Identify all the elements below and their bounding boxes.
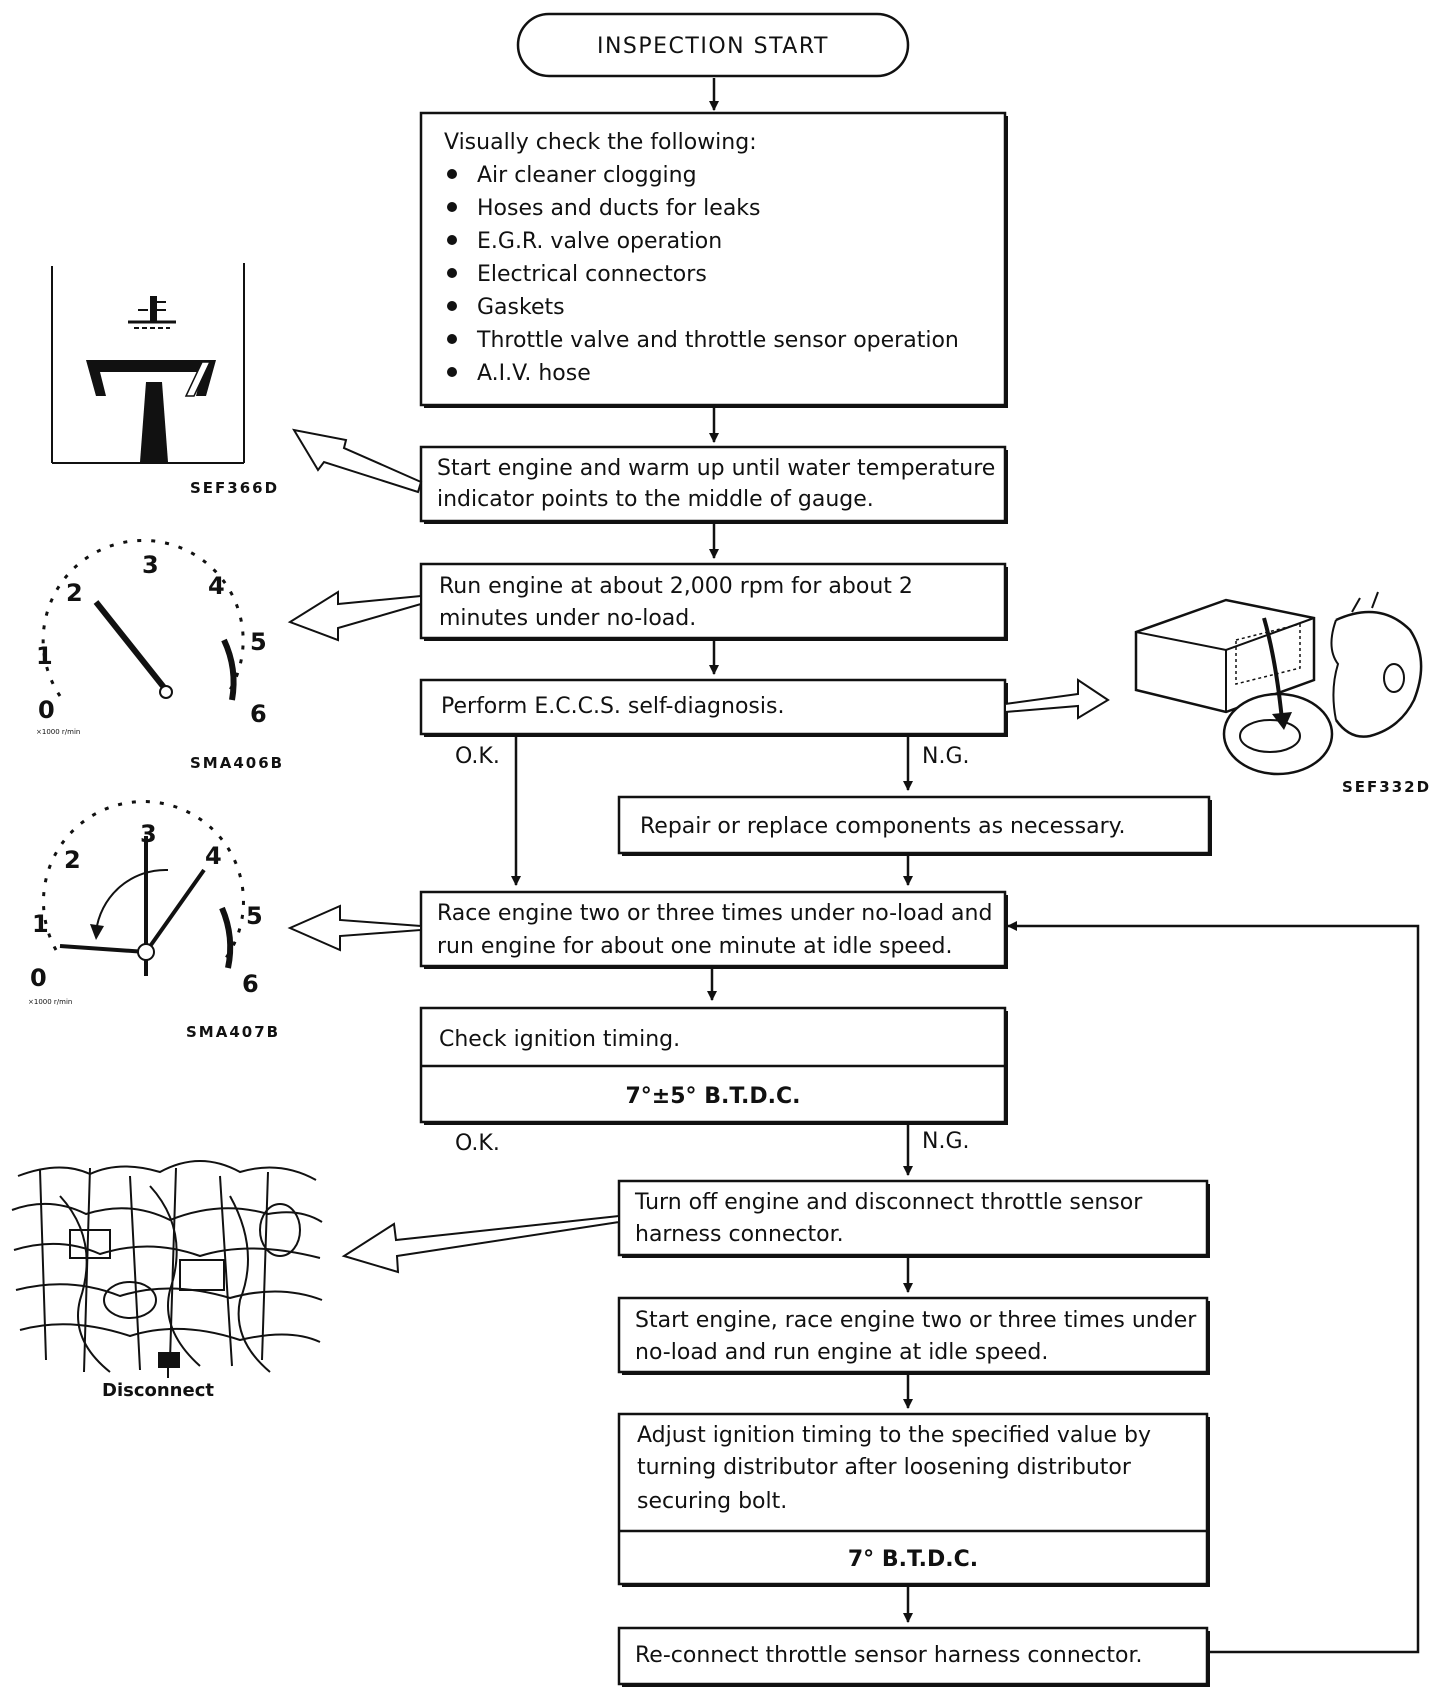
self-diagnosis-label: Perform E.C.C.S. self-diagnosis. <box>441 694 784 719</box>
branch-2-ok-label: O.K. <box>455 1131 500 1156</box>
adjust-spec: 7° B.T.D.C. <box>848 1547 978 1572</box>
loop-back-connector <box>1007 921 1420 1654</box>
bullet-icon <box>447 268 457 278</box>
turn-off-line-2: harness connector. <box>635 1222 844 1247</box>
engine-bay-connector-icon <box>11 1160 323 1378</box>
race-line-2: run engine for about one minute at idle … <box>437 934 952 959</box>
tach-1-tick: 4 <box>208 572 225 600</box>
visual-check-item: E.G.R. valve operation <box>477 229 722 254</box>
tachometer-icon <box>41 538 245 701</box>
warm-up-line-2: indicator points to the middle of gauge. <box>437 487 874 512</box>
bullet-icon <box>447 169 457 179</box>
check-timing-spec: 7°±5° B.T.D.C. <box>626 1084 801 1109</box>
figure-pointer-arrows <box>287 428 1110 1274</box>
visual-check-item: A.I.V. hose <box>477 361 591 386</box>
tach-1-unit: ×1000 r/min <box>36 728 80 736</box>
tach-2-tick: 4 <box>205 842 222 870</box>
adjust-line-1: Adjust ignition timing to the specified … <box>637 1423 1151 1448</box>
visual-check-box: Visually check the following: Air cleane… <box>419 111 1008 408</box>
run-2000-line-1: Run engine at about 2,000 rpm for about … <box>439 574 913 599</box>
tach-1-tick: 5 <box>250 628 267 656</box>
adjust-line-3: securing bolt. <box>637 1489 787 1514</box>
repair-label: Repair or replace components as necessar… <box>640 814 1126 839</box>
ecu-figure: SEF332D <box>1134 591 1431 796</box>
disconnect-label: Disconnect <box>102 1380 214 1401</box>
turn-off-line-1: Turn off engine and disconnect throttle … <box>634 1190 1143 1215</box>
visual-check-list: Air cleaner clogging Hoses and ducts for… <box>447 163 959 386</box>
tach-1-code: SMA406B <box>190 754 284 772</box>
tach-2-tick: 0 <box>30 964 47 992</box>
tachometer-1-figure: 0 1 2 3 4 5 6 ×1000 r/min SMA406B <box>36 538 284 772</box>
tachometer-1-scale: 0 1 2 3 4 5 6 ×1000 r/min <box>36 551 267 736</box>
run-2000-line-2: minutes under no-load. <box>439 606 696 631</box>
tach-1-tick: 0 <box>38 696 55 724</box>
tach-2-tick: 5 <box>246 902 263 930</box>
tach-1-tick: 3 <box>142 551 159 579</box>
reconnect-label: Re-connect throttle sensor harness conne… <box>635 1643 1143 1668</box>
check-timing-label: Check ignition timing. <box>439 1027 680 1052</box>
branch-1-ng-label: N.G. <box>922 744 970 769</box>
pointer-arrow-turnoff <box>341 1214 620 1274</box>
engine-bay-figure: Disconnect <box>11 1160 323 1401</box>
turn-off-box: Turn off engine and disconnect throttle … <box>617 1179 1210 1258</box>
tach-1-tick: 2 <box>66 579 83 607</box>
bullet-icon <box>447 235 457 245</box>
tachometer-2-figure: 0 1 2 3 4 5 6 ×1000 r/min SMA407B <box>28 800 280 1041</box>
water-temperature-gauge-icon <box>86 296 216 462</box>
flow-connectors <box>511 78 1420 1654</box>
visual-check-heading: Visually check the following: <box>444 130 757 155</box>
check-timing-box: Check ignition timing. 7°±5° B.T.D.C. <box>419 1006 1008 1125</box>
visual-check-item: Gaskets <box>477 295 565 320</box>
race-box: Race engine two or three times under no-… <box>419 890 1008 969</box>
self-diagnosis-box: Perform E.C.C.S. self-diagnosis. <box>419 678 1008 737</box>
warm-up-line-1: Start engine and warm up until water tem… <box>437 456 995 481</box>
visual-check-item: Hoses and ducts for leaks <box>477 196 761 221</box>
temp-gauge-code: SEF366D <box>190 479 279 497</box>
pointer-arrow-run <box>287 590 422 642</box>
temp-gauge-figure: SEF366D <box>51 263 279 497</box>
run-2000-box: Run engine at about 2,000 rpm for about … <box>419 562 1008 641</box>
tachometer-icon <box>41 800 245 976</box>
reconnect-box: Re-connect throttle sensor harness conne… <box>617 1626 1210 1687</box>
bullet-icon <box>447 334 457 344</box>
pointer-arrow-warmup <box>291 428 423 494</box>
start-terminal: INSPECTION START <box>516 12 910 78</box>
bullet-icon <box>447 367 457 377</box>
warm-up-box: Start engine and warm up until water tem… <box>419 445 1008 524</box>
tach-1-tick: 6 <box>250 700 267 728</box>
branch-2-ng-label: N.G. <box>922 1129 970 1154</box>
tachometer-2-scale: 0 1 2 3 4 5 6 ×1000 r/min <box>28 820 263 1006</box>
ecu-with-technician-icon <box>1134 591 1423 776</box>
tach-2-tick: 2 <box>64 846 81 874</box>
tach-2-tick: 3 <box>140 820 157 848</box>
restart-line-2: no-load and run engine at idle speed. <box>635 1340 1048 1365</box>
adjust-box: Adjust ignition timing to the specified … <box>617 1412 1210 1587</box>
branch-1-ok-label: O.K. <box>455 744 500 769</box>
restart-line-1: Start engine, race engine two or three t… <box>635 1308 1197 1333</box>
tach-2-unit: ×1000 r/min <box>28 998 72 1006</box>
tach-2-tick: 6 <box>242 970 259 998</box>
adjust-line-2: turning distributor after loosening dist… <box>637 1455 1132 1480</box>
restart-box: Start engine, race engine two or three t… <box>617 1296 1210 1375</box>
tach-1-tick: 1 <box>36 642 53 670</box>
pointer-arrow-race <box>287 904 422 952</box>
visual-check-item: Electrical connectors <box>477 262 707 287</box>
bullet-icon <box>447 202 457 212</box>
pointer-arrow-diag <box>1004 678 1110 720</box>
ecu-code: SEF332D <box>1342 778 1431 796</box>
tach-2-code: SMA407B <box>186 1023 280 1041</box>
visual-check-item: Air cleaner clogging <box>477 163 697 188</box>
tach-2-tick: 1 <box>32 910 49 938</box>
race-line-1: Race engine two or three times under no-… <box>437 901 992 926</box>
visual-check-item: Throttle valve and throttle sensor opera… <box>476 328 959 353</box>
start-label: INSPECTION START <box>597 34 829 59</box>
repair-box: Repair or replace components as necessar… <box>617 795 1212 856</box>
bullet-icon <box>447 301 457 311</box>
